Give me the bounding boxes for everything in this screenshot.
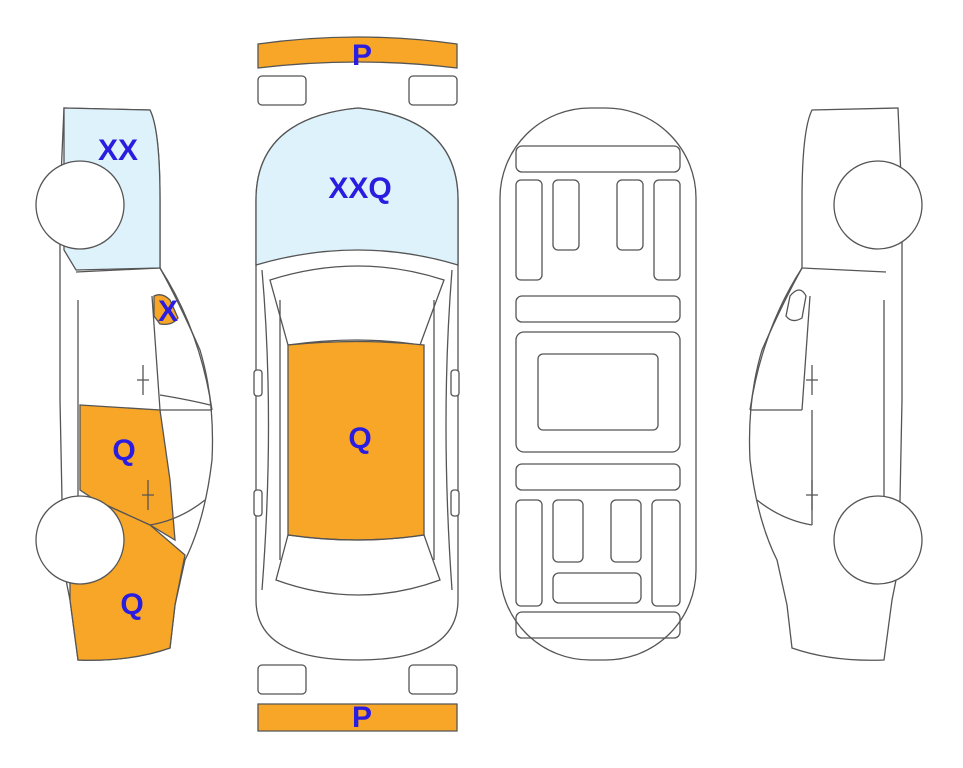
right-roof-curve bbox=[749, 267, 803, 411]
underbody-view bbox=[499, 107, 697, 661]
under-cross-bar-2 bbox=[515, 463, 681, 491]
left-window-line bbox=[75, 267, 161, 273]
under-rear-tank bbox=[552, 572, 642, 604]
left-rear-door-line bbox=[149, 499, 206, 526]
damage-labels: P XXQ Q P XX X Q Q bbox=[98, 39, 392, 734]
right-rear-door-line bbox=[756, 499, 813, 526]
rear-bumper-code: P bbox=[352, 701, 372, 734]
under-front-block-left bbox=[552, 179, 580, 251]
under-center-panel bbox=[537, 353, 659, 431]
under-rear-rail-right bbox=[651, 499, 681, 607]
left-rear-handle-icon bbox=[142, 480, 154, 510]
under-cross-bar-1 bbox=[515, 295, 681, 323]
hood[interactable] bbox=[255, 107, 459, 266]
under-rear-block-left bbox=[552, 499, 584, 563]
left-front-handle-icon bbox=[137, 365, 149, 395]
left-b-pillar-line bbox=[151, 295, 161, 411]
left-mirror-icon bbox=[253, 369, 263, 397]
right-side-view bbox=[748, 107, 923, 661]
underbody-outline bbox=[499, 107, 697, 661]
left-window-inner bbox=[159, 394, 211, 406]
top-view bbox=[253, 36, 460, 732]
left-rear-mirror-icon bbox=[253, 489, 263, 517]
front-left-light-icon bbox=[257, 75, 307, 106]
front-bumper[interactable] bbox=[257, 36, 458, 69]
left-front-door[interactable] bbox=[79, 404, 176, 542]
hood-code: XXQ bbox=[328, 172, 391, 205]
roof-code: Q bbox=[348, 422, 371, 455]
right-window-line bbox=[801, 267, 887, 273]
under-rear-bar bbox=[515, 611, 681, 639]
right-b-pillar-line bbox=[801, 295, 811, 411]
left-side-view bbox=[35, 107, 214, 661]
rear-window bbox=[275, 534, 441, 596]
under-center-frame bbox=[515, 331, 681, 453]
rear-right-light-icon bbox=[408, 664, 458, 695]
front-right-light-icon bbox=[408, 75, 458, 106]
top-right-side-line bbox=[445, 269, 453, 591]
right-mirror-icon bbox=[450, 369, 460, 397]
right-rear-mirror-icon bbox=[450, 489, 460, 517]
rear-left-light-icon bbox=[257, 664, 307, 695]
right-rear-handle-icon bbox=[806, 480, 818, 510]
left-front-fender-code: XX bbox=[98, 134, 138, 167]
right-front-handle-icon bbox=[806, 365, 818, 395]
left-roof-curve bbox=[159, 267, 213, 411]
under-front-block-right bbox=[616, 179, 644, 251]
left-lower-front-code: Q bbox=[120, 588, 143, 621]
left-rear-wheel-icon bbox=[35, 495, 125, 585]
left-a-pillar[interactable] bbox=[153, 294, 179, 326]
right-mirror-outline bbox=[785, 289, 807, 322]
windshield bbox=[269, 265, 445, 346]
top-left-side-line bbox=[261, 269, 270, 591]
rear-bumper[interactable] bbox=[257, 703, 458, 732]
left-a-pillar-code: X bbox=[158, 295, 178, 328]
under-front-rail-left bbox=[515, 179, 543, 281]
under-front-rail-right bbox=[653, 179, 681, 281]
under-front-bar bbox=[515, 145, 681, 173]
under-rear-rail-left bbox=[515, 499, 543, 607]
right-front-wheel-icon bbox=[833, 160, 923, 250]
front-bumper-code: P bbox=[352, 39, 372, 72]
under-rear-block-right bbox=[610, 499, 642, 563]
right-rear-wheel-icon bbox=[833, 495, 923, 585]
left-front-door-code: Q bbox=[112, 434, 135, 467]
left-front-wheel-icon bbox=[35, 160, 125, 250]
